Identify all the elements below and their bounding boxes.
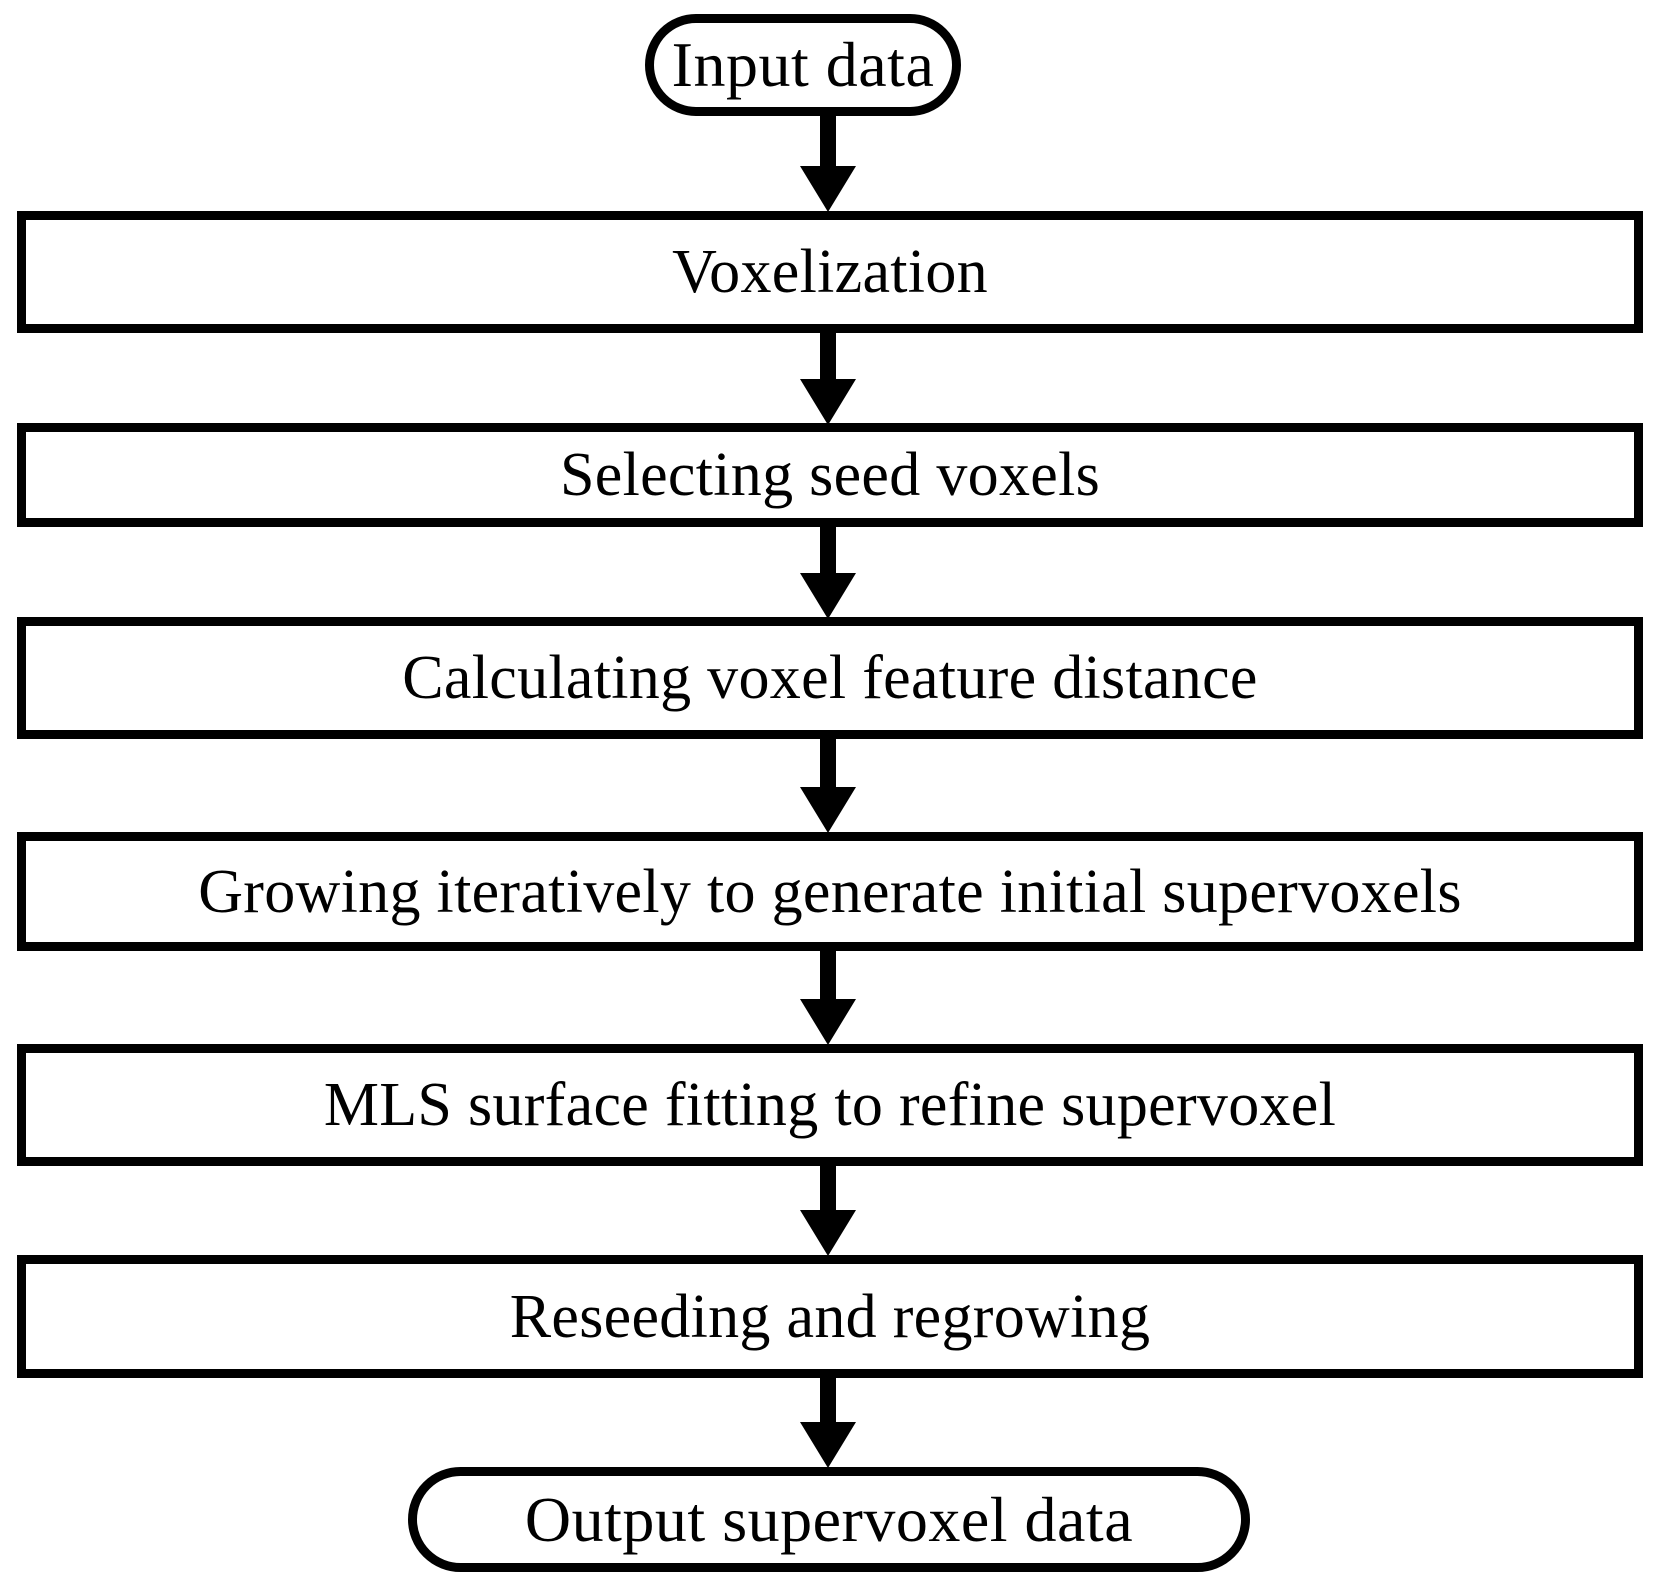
down-arrow-icon [800,949,856,1045]
down-arrow-icon [800,1376,856,1468]
node-input-data[interactable]: Input data [645,14,961,116]
connector-voxelization-to-seed-voxels [800,331,856,425]
node-growing-iteratively-label: Growing iteratively to generate initial … [198,857,1462,926]
node-reseeding-and-regrowing[interactable]: Reseeding and regrowing [17,1255,1643,1378]
down-arrow-icon [800,737,856,833]
connector-reseeding-to-output [800,1376,856,1468]
connector-seed-voxels-to-feature-distance [800,525,856,619]
node-calculating-voxel-feature-distance-label: Calculating voxel feature distance [402,644,1258,712]
down-arrow-icon [800,114,856,212]
node-output-supervoxel-data-label: Output supervoxel data [524,1483,1134,1555]
node-voxelization[interactable]: Voxelization [17,211,1643,333]
connector-feature-distance-to-growing [800,737,856,833]
down-arrow-icon [800,525,856,619]
node-input-data-label: Input data [671,29,935,100]
connector-mls-fitting-to-reseeding [800,1164,856,1256]
connector-growing-to-mls-fitting [800,949,856,1045]
down-arrow-icon [800,331,856,425]
connector-input-to-voxelization [800,114,856,212]
down-arrow-icon [800,1164,856,1256]
node-reseeding-and-regrowing-label: Reseeding and regrowing [509,1282,1151,1351]
node-mls-surface-fitting[interactable]: MLS surface fitting to refine supervoxel [17,1044,1643,1166]
node-selecting-seed-voxels-label: Selecting seed voxels [559,441,1101,509]
node-voxelization-label: Voxelization [672,238,988,306]
node-growing-iteratively[interactable]: Growing iteratively to generate initial … [17,832,1643,951]
node-output-supervoxel-data[interactable]: Output supervoxel data [408,1467,1250,1572]
node-selecting-seed-voxels[interactable]: Selecting seed voxels [17,423,1643,527]
node-mls-surface-fitting-label: MLS surface fitting to refine supervoxel [323,1071,1337,1139]
node-calculating-voxel-feature-distance[interactable]: Calculating voxel feature distance [17,617,1643,739]
